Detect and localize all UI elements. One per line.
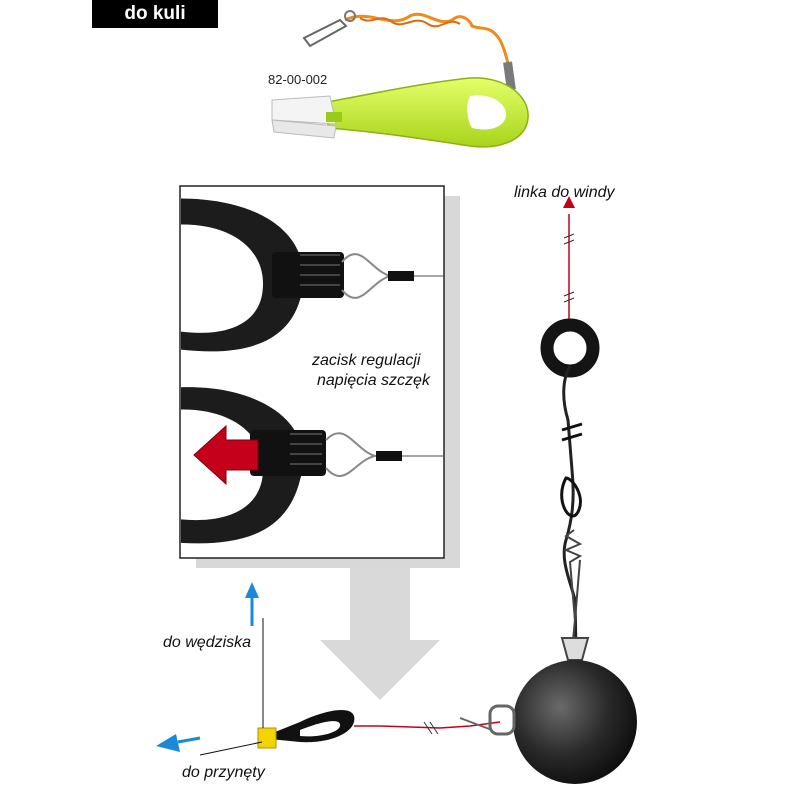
coiled-leash — [344, 12, 517, 111]
to-bait-arrow-icon — [156, 734, 180, 752]
down-arrow-icon — [320, 568, 440, 700]
winch-line-label: linka do windy — [514, 184, 615, 201]
clamp-label-line2: napięcia szczęk — [317, 372, 430, 389]
ring — [540, 318, 600, 378]
bottom-clip — [257, 704, 516, 749]
lead-weight — [513, 660, 637, 784]
snap-swivel — [302, 18, 348, 48]
left-arrow-icon — [193, 424, 259, 486]
up-arrow-icon — [563, 196, 575, 208]
product-code: 82-00-002 — [268, 72, 328, 87]
inset-clamp-top — [181, 198, 443, 544]
release-clip-product — [271, 10, 529, 148]
weight-assembly — [513, 196, 637, 784]
to-rod-arrow-icon — [245, 582, 259, 598]
to-rod-label: do wędziska — [163, 634, 252, 651]
title-badge: do kuli — [92, 0, 218, 28]
clamp-label-line1: zacisk regulacji — [312, 352, 421, 369]
to-bait-label: do przynęty — [182, 764, 265, 781]
